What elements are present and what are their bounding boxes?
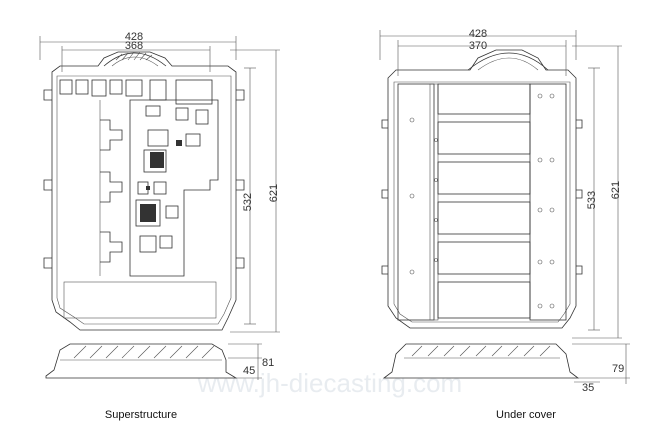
dim-section-total: 81	[262, 357, 274, 369]
dim-width-outer: 428	[125, 31, 143, 43]
dim-height-outer: 621	[610, 181, 622, 199]
under-cover-section-view: 79 35	[382, 343, 630, 394]
caption-under-cover: Under cover	[496, 409, 556, 421]
superstructure-section-view: 81 45	[45, 343, 274, 380]
superstructure-plan-view: 428 368 532 621	[39, 31, 280, 333]
under-cover-plan-view: 428 370 533 621	[379, 28, 622, 339]
dim-section-part: 45	[243, 365, 255, 377]
dim-width-outer: 428	[469, 28, 487, 40]
dim-height-outer: 621	[268, 184, 280, 202]
dim-height-inner: 532	[242, 193, 254, 211]
dim-width-inner: 368	[125, 40, 143, 52]
caption-superstructure: Superstructure	[105, 409, 177, 421]
dim-height-inner: 533	[586, 191, 598, 209]
dim-section-total: 79	[612, 363, 624, 375]
watermark-text: www.jh-diecasting.com	[197, 368, 462, 398]
dim-section-part: 35	[582, 382, 594, 394]
dim-width-inner: 370	[469, 40, 487, 52]
